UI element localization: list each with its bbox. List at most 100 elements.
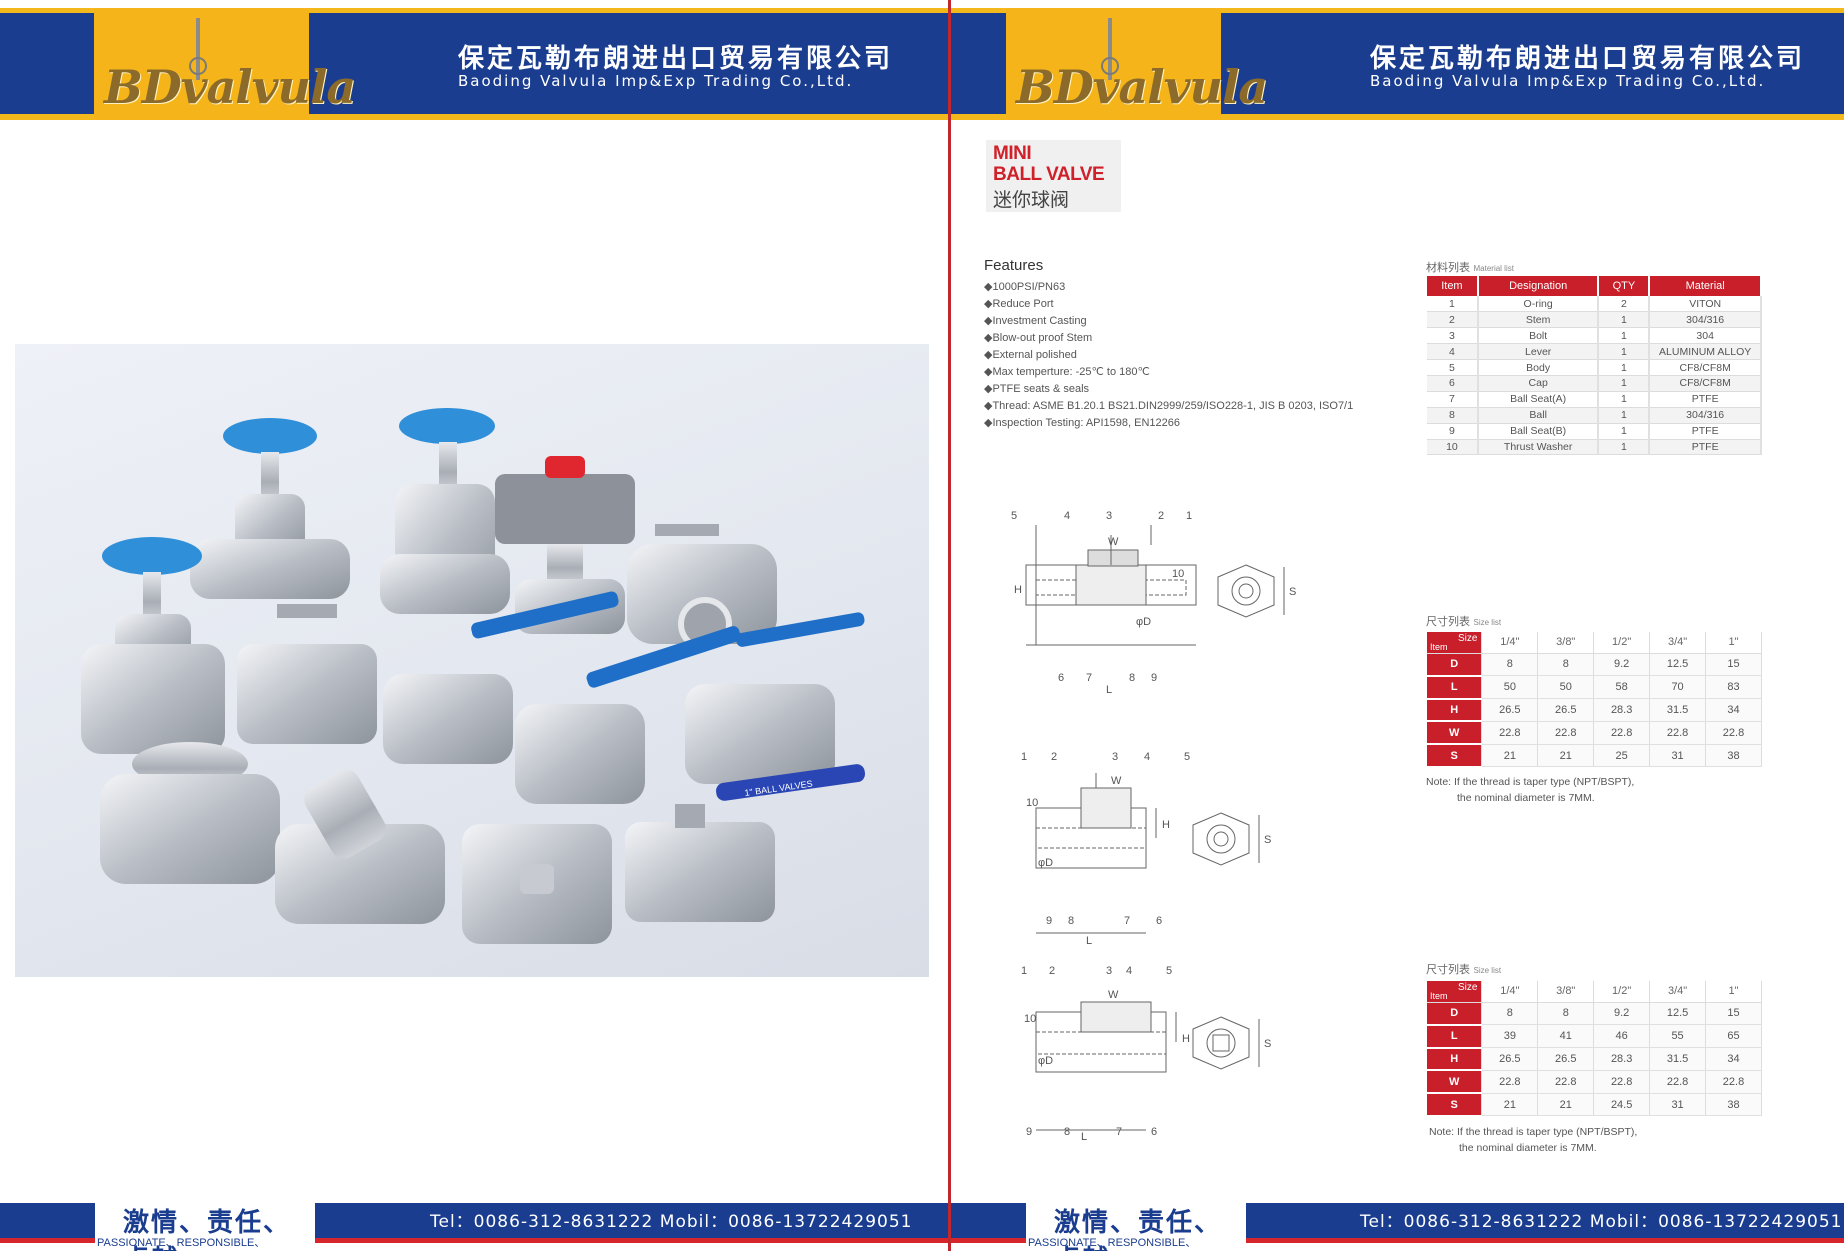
dim-label: H xyxy=(1182,1033,1190,1045)
table-cell: 8 xyxy=(1537,1002,1595,1026)
table-cell: 12.5 xyxy=(1649,1002,1707,1026)
callout-bottom: 9 xyxy=(1026,1126,1032,1138)
table-cell: 28.3 xyxy=(1593,1047,1651,1071)
callout-top: 5 xyxy=(1166,965,1172,977)
mini-ball-valve: 1" BALL VALVES xyxy=(625,764,866,922)
footer-slogan: 激情、责任、卓越 PASSIONATE、RESPONSIBLE、REMARKAB… xyxy=(1026,1198,1246,1251)
table-cell: 31.5 xyxy=(1649,698,1707,722)
table-cell: 38 xyxy=(1705,1093,1762,1117)
table-cell: Cap xyxy=(1477,375,1600,392)
logo-text: BDvalvula xyxy=(104,60,356,114)
title-line-2: BALL VALVE xyxy=(993,164,1105,185)
table-cell: 34 xyxy=(1705,698,1762,722)
dim-label: S xyxy=(1264,1038,1271,1050)
table-cell: 22.8 xyxy=(1537,721,1595,745)
dim-label: H xyxy=(1014,584,1022,596)
dim-label: L xyxy=(1086,935,1092,947)
table-cell: 50 xyxy=(1537,675,1595,700)
table-cell: ALUMINUM ALLOY xyxy=(1649,343,1762,361)
table-cell: 34 xyxy=(1705,1047,1762,1071)
table-cell: 55 xyxy=(1649,1024,1707,1049)
slogan-cn: 激情、责任、卓越 xyxy=(123,1208,292,1251)
footer-contact: Tel：0086-312-8631222 Mobil：0086-13722429… xyxy=(430,1212,913,1232)
size-column-header: 3/4" xyxy=(1649,981,1707,1003)
product-photo: 1" BALL VALVES xyxy=(15,344,929,977)
table-cell: CF8/CF8M xyxy=(1649,359,1762,376)
callout-top: 5 xyxy=(1011,510,1017,522)
table-cell: 83 xyxy=(1705,675,1762,700)
size-column-header: 1" xyxy=(1705,632,1762,654)
table-cell: PTFE xyxy=(1649,423,1762,440)
table-cell: 21 xyxy=(1481,1093,1539,1117)
row-label: L xyxy=(1427,1024,1483,1049)
table-cell: 24.5 xyxy=(1593,1093,1651,1117)
footer-contact: Tel：0086-312-8631222 Mobil：0086-13722429… xyxy=(1360,1212,1843,1232)
callout-bottom: 7 xyxy=(1116,1126,1122,1138)
callout-top: 1 xyxy=(1186,510,1192,522)
table-cell: Lever xyxy=(1477,343,1600,361)
table-cell: 22.8 xyxy=(1537,1070,1595,1094)
right-page: BDvalvula 保定瓦勒布朗进出口贸易有限公司 Baoding Valvul… xyxy=(951,0,1844,1251)
dim-label: H xyxy=(1162,819,1170,831)
table-cell: 12.5 xyxy=(1649,653,1707,677)
table-cell: 70 xyxy=(1649,675,1707,700)
row-label: W xyxy=(1427,1070,1483,1095)
feature-item: ◆1000PSI/PN63 xyxy=(984,281,1066,293)
callout-top: 2 xyxy=(1158,510,1164,522)
company-name-cn: 保定瓦勒布朗进出口贸易有限公司 xyxy=(458,44,894,74)
callout-bottom: 7 xyxy=(1124,915,1130,927)
table-cell: 21 xyxy=(1537,744,1595,768)
column-header: QTY xyxy=(1598,276,1651,296)
dim-label: L xyxy=(1081,1131,1087,1142)
table-cell: 9 xyxy=(1427,423,1479,440)
table-cell: 46 xyxy=(1593,1024,1651,1049)
column-header: Material xyxy=(1649,276,1762,296)
size-list-1-note: Note: If the thread is taper type (NPT/B… xyxy=(1426,774,1634,806)
dim-label: W xyxy=(1111,775,1122,787)
callout-bottom: 8 xyxy=(1064,1126,1070,1138)
size-column-header: 3/8" xyxy=(1537,632,1595,654)
table-cell: 22.8 xyxy=(1481,721,1539,745)
size-list-2-note: Note: If the thread is taper type (NPT/B… xyxy=(1429,1124,1637,1156)
table-cell: 25 xyxy=(1593,744,1651,768)
features-title: Features xyxy=(984,257,1044,274)
table-cell: 1 xyxy=(1427,296,1479,313)
valve-wheel-icon xyxy=(1101,18,1119,80)
company-name-en: Baoding Valvula Imp&Exp Trading Co.,Ltd. xyxy=(1370,72,1766,90)
size-column-header: 1/2" xyxy=(1593,981,1651,1003)
size-column-header: 1/4" xyxy=(1481,632,1539,654)
callout-top: 3 xyxy=(1106,965,1112,977)
table-cell: 41 xyxy=(1537,1024,1595,1049)
table-cell: 22.8 xyxy=(1649,1070,1707,1094)
table-cell: 7 xyxy=(1427,391,1479,408)
table-cell: 1 xyxy=(1598,327,1651,345)
corner-size-label: Size xyxy=(1457,633,1478,644)
feature-item: ◆Reduce Port xyxy=(984,298,1054,310)
callout-top: 3 xyxy=(1112,751,1118,763)
table-cell: 39 xyxy=(1481,1024,1539,1049)
dim-label: S xyxy=(1289,586,1296,598)
callout-side: 10 xyxy=(1024,1013,1036,1025)
company-name-cn: 保定瓦勒布朗进出口贸易有限公司 xyxy=(1370,44,1806,74)
size-list-1-caption: 尺寸列表 Size list xyxy=(1426,613,1501,629)
footer-slogan: 激情、责任、卓越 PASSIONATE、RESPONSIBLE、REMARKAB… xyxy=(95,1198,315,1251)
corner-item-label: Item xyxy=(1430,641,1448,652)
table-cell: 22.8 xyxy=(1705,1070,1762,1094)
table-cell: Ball Seat(B) xyxy=(1477,423,1600,440)
table-cell: 2 xyxy=(1598,296,1651,313)
callout-top: 4 xyxy=(1126,965,1132,977)
corner-item-label: Item xyxy=(1430,990,1448,1001)
